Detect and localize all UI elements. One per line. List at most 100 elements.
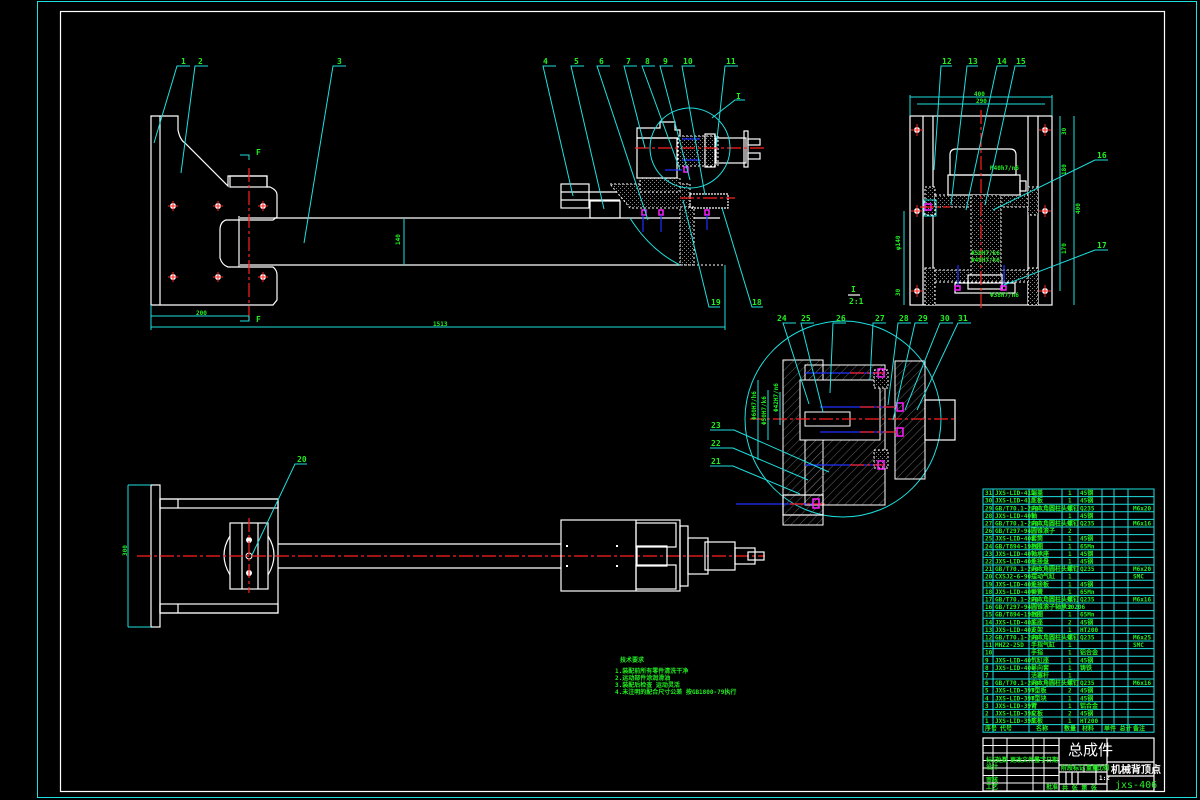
bom-cell-name: 内六角圆柱头螺钉	[1031, 679, 1079, 687]
bom-cell-name: 内六角圆柱头螺钉	[1031, 596, 1079, 604]
bom-cell-qty: 1	[1068, 665, 1072, 672]
bom-cell-name: 挡圈	[1031, 542, 1043, 550]
bom-cell-mat: Q235	[1080, 597, 1095, 604]
label-28: 28	[899, 314, 909, 323]
tb-design: 设计	[986, 763, 998, 771]
bom-cell-code: JXS-LID-398	[995, 695, 1035, 702]
bom-cell-no: 1	[985, 718, 989, 725]
bom-cell-name: 活塞杆	[1031, 672, 1049, 680]
bom-cell-mat: 45钢	[1080, 550, 1093, 558]
bom-cell-code: JXS-LID-396	[995, 711, 1035, 718]
label-15: 15	[1016, 57, 1026, 66]
top-view: F F 200 1513 140	[150, 92, 765, 330]
bom-header-note: 备注	[1132, 725, 1145, 733]
bom-cell-qty: 1	[1068, 574, 1072, 581]
bom-cell-code: JXS-LID-408	[995, 536, 1035, 543]
notes-heading: 技术要求	[620, 656, 645, 664]
dim-side-lower: 170	[1061, 243, 1068, 254]
part-labels-top: 1 2 3 4 5 6 7 8 9 10 11 18 19	[181, 57, 762, 307]
bom-header-weight: 单件 总计	[1104, 725, 1132, 733]
bom-cell-mat: 65Mn	[1080, 543, 1095, 550]
bom-cell-qty: 1	[1068, 581, 1072, 588]
bom-cell-name: 导向套	[1031, 664, 1049, 672]
label-27: 27	[875, 314, 885, 323]
label-19: 19	[711, 298, 721, 307]
bom-cell-qty: 4	[1068, 680, 1072, 687]
bom-cell-no: 20	[985, 574, 993, 581]
bom-cell-mat: 65Mn	[1080, 612, 1095, 619]
bom-cell-no: 9	[985, 657, 989, 664]
bom-cell-name: 内六角圆柱头螺钉	[1031, 634, 1079, 642]
bom-cell-mat: 45钢	[1080, 489, 1093, 497]
label-18: 18	[752, 298, 762, 307]
side-view: 400 290 30 180 170 400 φ140 30 M40h7/n6 …	[895, 57, 1108, 310]
bom-cell-no: 17	[985, 597, 993, 604]
bom-cell-qty: 1	[1068, 536, 1072, 543]
bom-cell-name: 底座	[1031, 618, 1043, 626]
bom-cell-name: 挡圈	[1031, 611, 1043, 619]
bom-cell-no: 12	[985, 635, 993, 642]
bom-cell-name: 内六角圆柱头螺钉	[1031, 520, 1079, 528]
dim-side-inner-width: 290	[976, 98, 987, 105]
bom-cell-name: 摆动气缸	[1031, 573, 1055, 581]
bom-cell-mat: HT200	[1080, 718, 1098, 725]
bom-cell-note: M6x16	[1133, 680, 1151, 687]
bom-cell-note: SMC	[1133, 642, 1144, 649]
tb-change-doc: 更改文件号	[1010, 756, 1040, 764]
bom-cell-qty: 1	[1068, 551, 1072, 558]
bom-cell-code: GB/T70.1-2000	[995, 566, 1042, 573]
bom-cell-no: 3	[985, 703, 989, 710]
bom-cell-name: 手指	[1031, 649, 1043, 657]
bom-cell-no: 5	[985, 688, 989, 695]
inner-border	[59, 10, 1166, 793]
bom-cell-code: MHZ2-25D	[995, 642, 1024, 649]
label-13: 13	[968, 57, 978, 66]
bom-cell-code: GB/T70.1-2000	[995, 680, 1042, 687]
bom-cell-qty: 1	[1068, 673, 1072, 680]
bom-cell-code: JXS-LID-409	[995, 513, 1035, 520]
bom-cell-no: 6	[985, 680, 989, 687]
bom-cell-name: 手指气缸	[1031, 641, 1055, 649]
bom-cell-name: 臂	[1031, 702, 1037, 710]
bom-cell-qty: 1	[1068, 490, 1072, 497]
tb-count: 处数	[995, 756, 1009, 764]
bom-cell-no: 10	[985, 650, 993, 657]
bom-cell-code: GB/T70.1-2000	[995, 505, 1042, 512]
bom-cell-code: JXS-LID-411	[995, 490, 1035, 497]
bom-cell-code: GB/T70.1-2000	[995, 635, 1042, 642]
bom-cell-qty: 1	[1068, 559, 1072, 566]
label-23: 23	[711, 421, 721, 430]
label-16: 16	[1097, 151, 1107, 160]
bom-cell-no: 22	[985, 559, 993, 566]
bom-header: 序号代号名称数量材料单件 总计备注	[984, 725, 1145, 733]
tb-process: 工艺	[986, 783, 998, 791]
label-29: 29	[918, 314, 928, 323]
dim-fit-2: Φ50H7/k6	[971, 250, 1000, 257]
bom-cell-no: 23	[985, 551, 993, 558]
section-marker-bottom: F	[256, 315, 261, 324]
bom-cell-code: JXS-LID-404	[995, 589, 1035, 596]
outer-frame	[37, 1, 1197, 798]
bom-cell-no: 7	[985, 673, 989, 680]
dim-fit-1: M40h7/n6	[990, 165, 1019, 172]
bom-cell-mat: 45钢	[1080, 497, 1093, 505]
bom-cell-name: 内六角圆柱头螺钉	[1031, 504, 1079, 512]
dim-side-mid: 180	[1061, 164, 1068, 175]
bom-cell-mat: 45钢	[1080, 580, 1093, 588]
bom-cell-qty: 2	[1068, 688, 1072, 695]
bom-cell-mat: 45钢	[1080, 687, 1093, 695]
